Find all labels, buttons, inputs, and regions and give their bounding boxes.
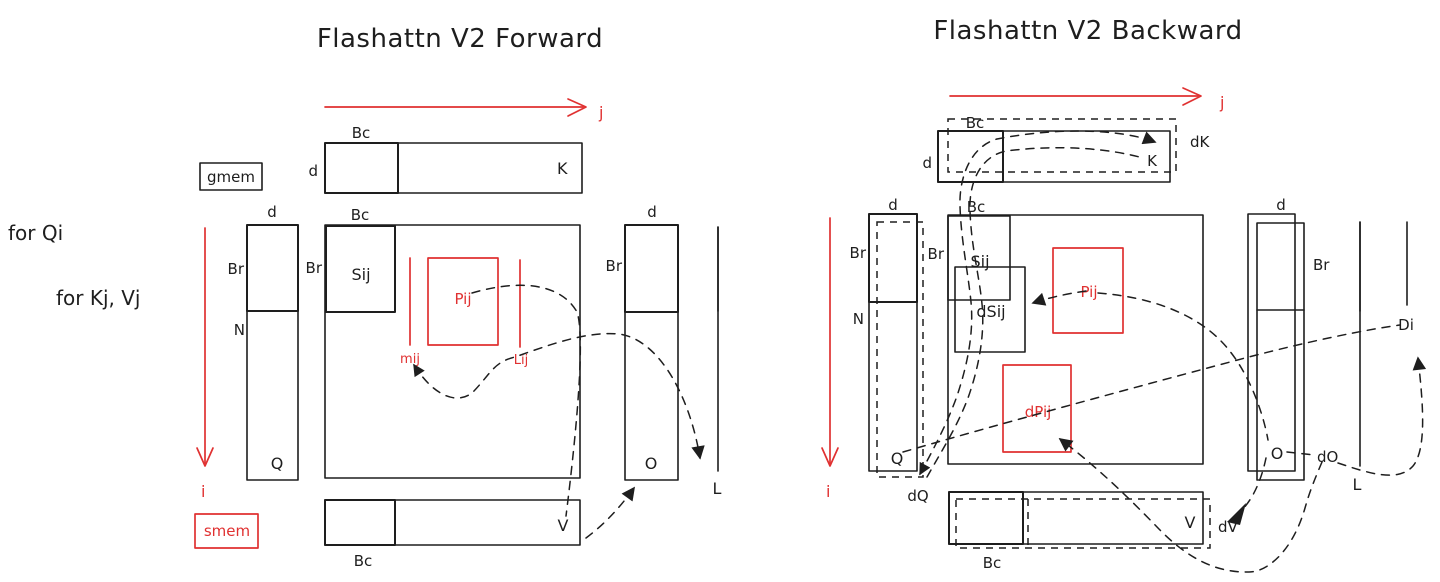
- backward-l-vector: L Di: [1353, 221, 1414, 494]
- forward-inner-loop-label: for Kj, Vj: [56, 286, 140, 310]
- forward-v-smem-block: [324, 499, 396, 546]
- forward-j-arrow-label: j: [598, 103, 603, 122]
- backward-dsij-label: dSij: [976, 302, 1005, 321]
- backward-j-arrow-label: j: [1219, 93, 1224, 112]
- backward-o-br-label: Br: [1313, 256, 1330, 274]
- backward-v-block: [948, 491, 1024, 545]
- forward-k-d-label: d: [308, 162, 318, 180]
- backward-flow-q-to-di: [902, 324, 1401, 453]
- forward-v-bc-label: Bc: [354, 552, 373, 570]
- backward-square-br-label: Br: [928, 245, 945, 263]
- forward-sij-label: Sij: [351, 265, 370, 284]
- backward-q-name: Q: [891, 449, 904, 468]
- forward-square-br-label: Br: [306, 259, 323, 277]
- backward-j-arrow: j: [949, 87, 1224, 112]
- smem-legend-label: smem: [204, 522, 250, 540]
- forward-l-label: L: [713, 479, 722, 498]
- backward-dv-rect: [955, 498, 1211, 549]
- forward-title: Flashattn V2 Forward: [317, 24, 603, 54]
- forward-o-smem-block: [624, 224, 679, 313]
- forward-flow-pij-to-v: [471, 284, 582, 517]
- gmem-legend-label: gmem: [207, 168, 255, 186]
- backward-v-tile: V dV Bc: [948, 491, 1239, 572]
- backward-dv-arrowhead: [1227, 503, 1246, 525]
- backward-q-br-label: Br: [850, 244, 867, 262]
- backward-flow-pij-to-dsij: [1031, 290, 1087, 306]
- forward-o-br-label: Br: [606, 257, 623, 275]
- smem-legend-box: [194, 513, 259, 549]
- backward-flow-o-to-dv: [1240, 457, 1267, 512]
- forward-pij-label: Pij: [454, 290, 471, 308]
- forward-l-vector: L: [713, 226, 722, 498]
- forward-q-smem-block: [246, 224, 299, 312]
- forward-q-name: Q: [271, 454, 284, 473]
- backward-k-d-label: d: [922, 154, 932, 172]
- forward-i-arrow-label: i: [201, 482, 205, 501]
- backward-do-label: dO: [1317, 448, 1338, 466]
- forward-q-br-label: Br: [228, 260, 245, 278]
- backward-q-d-label: d: [888, 196, 898, 214]
- backward-k-name: K: [1147, 152, 1158, 170]
- backward-v-name: V: [1185, 513, 1196, 532]
- backward-flow-loop-to-dpij: [1058, 437, 1323, 573]
- backward-title: Flashattn V2 Backward: [933, 16, 1242, 46]
- backward-flow-pij-to-o: [1097, 292, 1269, 441]
- forward-o-d-label: d: [647, 203, 657, 221]
- gmem-legend-box: [199, 162, 263, 191]
- forward-flow-mij-lij-to-l: [413, 332, 705, 460]
- backward-dq-label: dQ: [907, 487, 928, 505]
- backward-i-arrow: i: [821, 217, 839, 501]
- forward-diagram: Flashattn V2 Forward for Qi for Kj, Vj g…: [8, 24, 722, 570]
- forward-pij-block: [427, 257, 499, 346]
- forward-j-arrow: j: [324, 98, 603, 122]
- forward-q-d-label: d: [267, 203, 277, 221]
- forward-i-arrow: i: [196, 227, 214, 501]
- backward-diagram: Flashattn V2 Backward j i Bc d K dK: [821, 16, 1427, 573]
- backward-q-block: [868, 213, 918, 303]
- backward-flow-dq-k-strand2: [926, 146, 1144, 478]
- backward-k-bc-label: Bc: [966, 114, 985, 132]
- forward-o-name: O: [645, 454, 658, 473]
- forward-q-tile: d Br N Q: [228, 203, 299, 481]
- backward-l-label: L: [1353, 475, 1362, 494]
- backward-flow-do-to-di: [1337, 356, 1427, 476]
- forward-outer-loop-label: for Qi: [8, 221, 63, 245]
- backward-flow-dq-k-strand1: [919, 130, 1157, 476]
- forward-square-bc-label: Bc: [351, 206, 370, 224]
- backward-v-bc-label: Bc: [983, 554, 1002, 572]
- backward-dk-label: dK: [1190, 133, 1211, 151]
- forward-k-name: K: [557, 159, 568, 178]
- backward-i-arrow-label: i: [826, 482, 830, 501]
- forward-k-smem-block: [324, 142, 399, 194]
- backward-sij-label: Sij: [970, 252, 989, 271]
- forward-mij-label: mij: [400, 352, 420, 367]
- forward-k-bc-label: Bc: [352, 124, 371, 142]
- backward-di-label: Di: [1398, 316, 1414, 334]
- forward-q-n-label: N: [234, 321, 245, 339]
- forward-v-name: V: [558, 516, 569, 535]
- forward-flow-v-to-o: [585, 486, 635, 539]
- forward-v-tile: V Bc: [324, 499, 581, 570]
- backward-q-n-label: N: [853, 310, 864, 328]
- backward-o-name: O: [1271, 444, 1284, 463]
- backward-o-d-label: d: [1276, 196, 1286, 214]
- forward-k-tile: Bc d K: [308, 124, 583, 194]
- forward-sij-block: [325, 225, 396, 313]
